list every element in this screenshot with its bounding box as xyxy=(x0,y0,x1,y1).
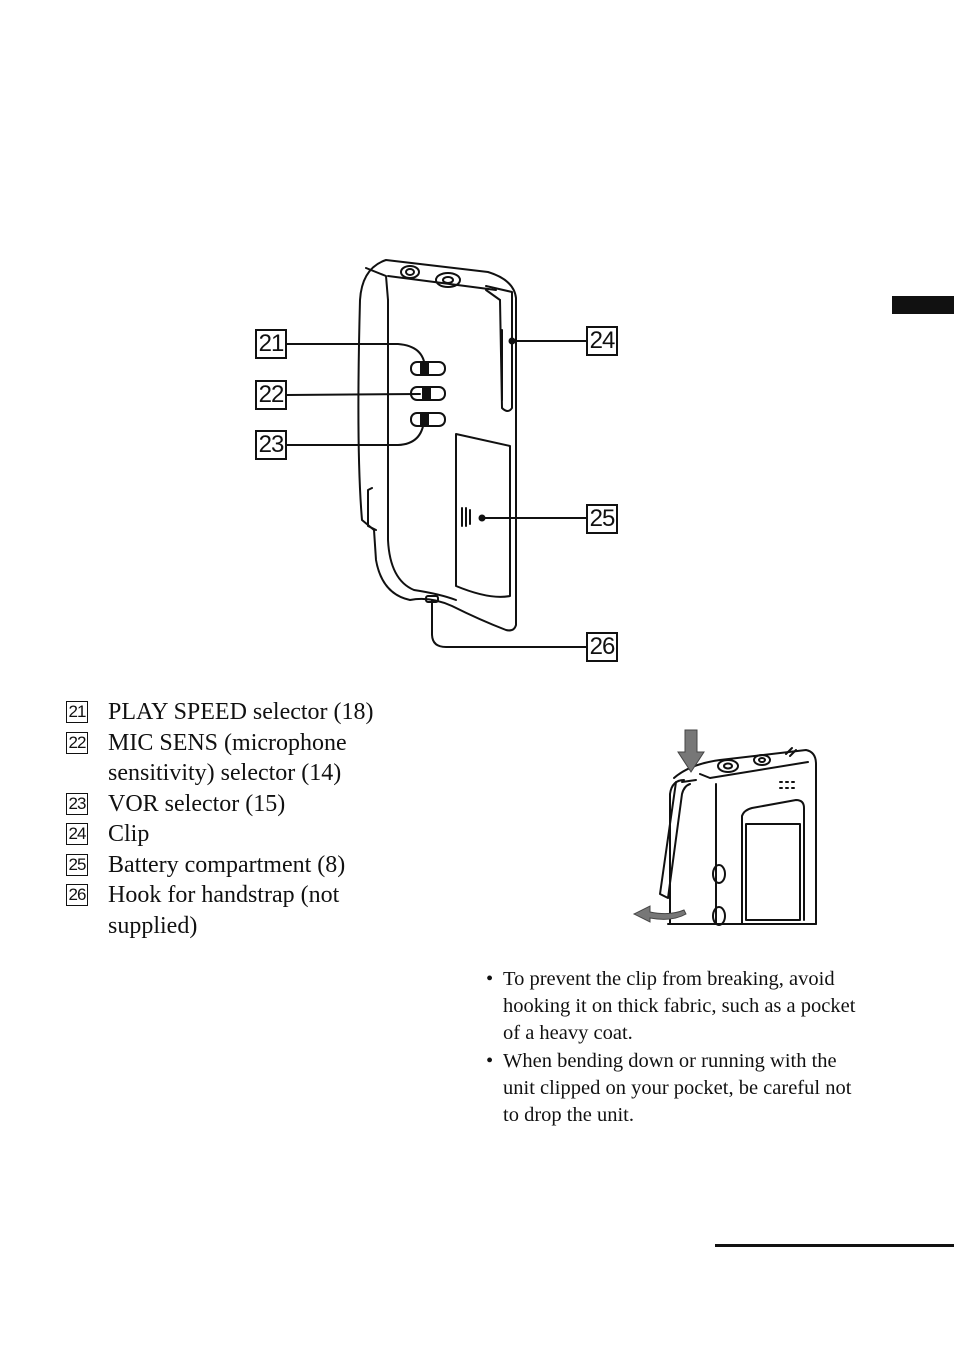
callout-22: 22 xyxy=(255,380,287,410)
legend-number: 25 xyxy=(66,853,88,876)
legend-text: VOR selector (15) xyxy=(108,790,286,817)
legend-text: Hook for handstrap (not supplied) xyxy=(108,882,340,939)
legend-number: 26 xyxy=(66,884,88,906)
callout-21: 21 xyxy=(255,329,287,359)
note-item: • To prevent the clip from breaking, avo… xyxy=(484,966,864,1048)
legend-item: 23 VOR selector (15) xyxy=(66,789,426,820)
clip-notes: • To prevent the clip from breaking, avo… xyxy=(484,966,864,1129)
legend-item: 22 MIC SENS (microphone sensitivity) sel… xyxy=(66,728,426,789)
legend-item: 26 Hook for handstrap (not supplied) xyxy=(66,880,426,941)
legend-item: 25 Battery compartment (8) xyxy=(66,850,426,881)
legend-number: 24 xyxy=(66,823,88,845)
legend-text: Clip xyxy=(108,821,150,847)
note-text: To prevent the clip from breaking, avoid… xyxy=(503,968,856,1045)
legend-text: MIC SENS (microphone sensitivity) select… xyxy=(108,729,347,787)
legend-item: 24 Clip xyxy=(66,819,426,850)
legend-text: PLAY SPEED selector (18) xyxy=(108,699,374,725)
callout-23: 23 xyxy=(255,430,287,460)
note-text: When bending down or running with the un… xyxy=(503,1049,852,1127)
legend-number: 23 xyxy=(66,792,88,815)
bullet: • xyxy=(486,1049,494,1072)
callout-24: 24 xyxy=(586,326,618,356)
legend-number: 22 xyxy=(66,731,88,754)
legend-item: 21 PLAY SPEED selector (18) xyxy=(66,697,426,728)
parts-legend: 21 PLAY SPEED selector (18) 22 MIC SENS … xyxy=(66,697,426,941)
bullet: • xyxy=(486,968,494,990)
legend-text: Battery compartment (8) xyxy=(108,851,346,878)
note-item: • When bending down or running with the … xyxy=(484,1048,864,1130)
section-tab-marker xyxy=(892,296,954,314)
callout-26: 26 xyxy=(586,632,618,662)
callout-25: 25 xyxy=(586,504,618,534)
legend-number: 21 xyxy=(66,701,88,723)
clip-usage-illustration xyxy=(632,729,817,926)
footer-rule xyxy=(715,1244,954,1247)
